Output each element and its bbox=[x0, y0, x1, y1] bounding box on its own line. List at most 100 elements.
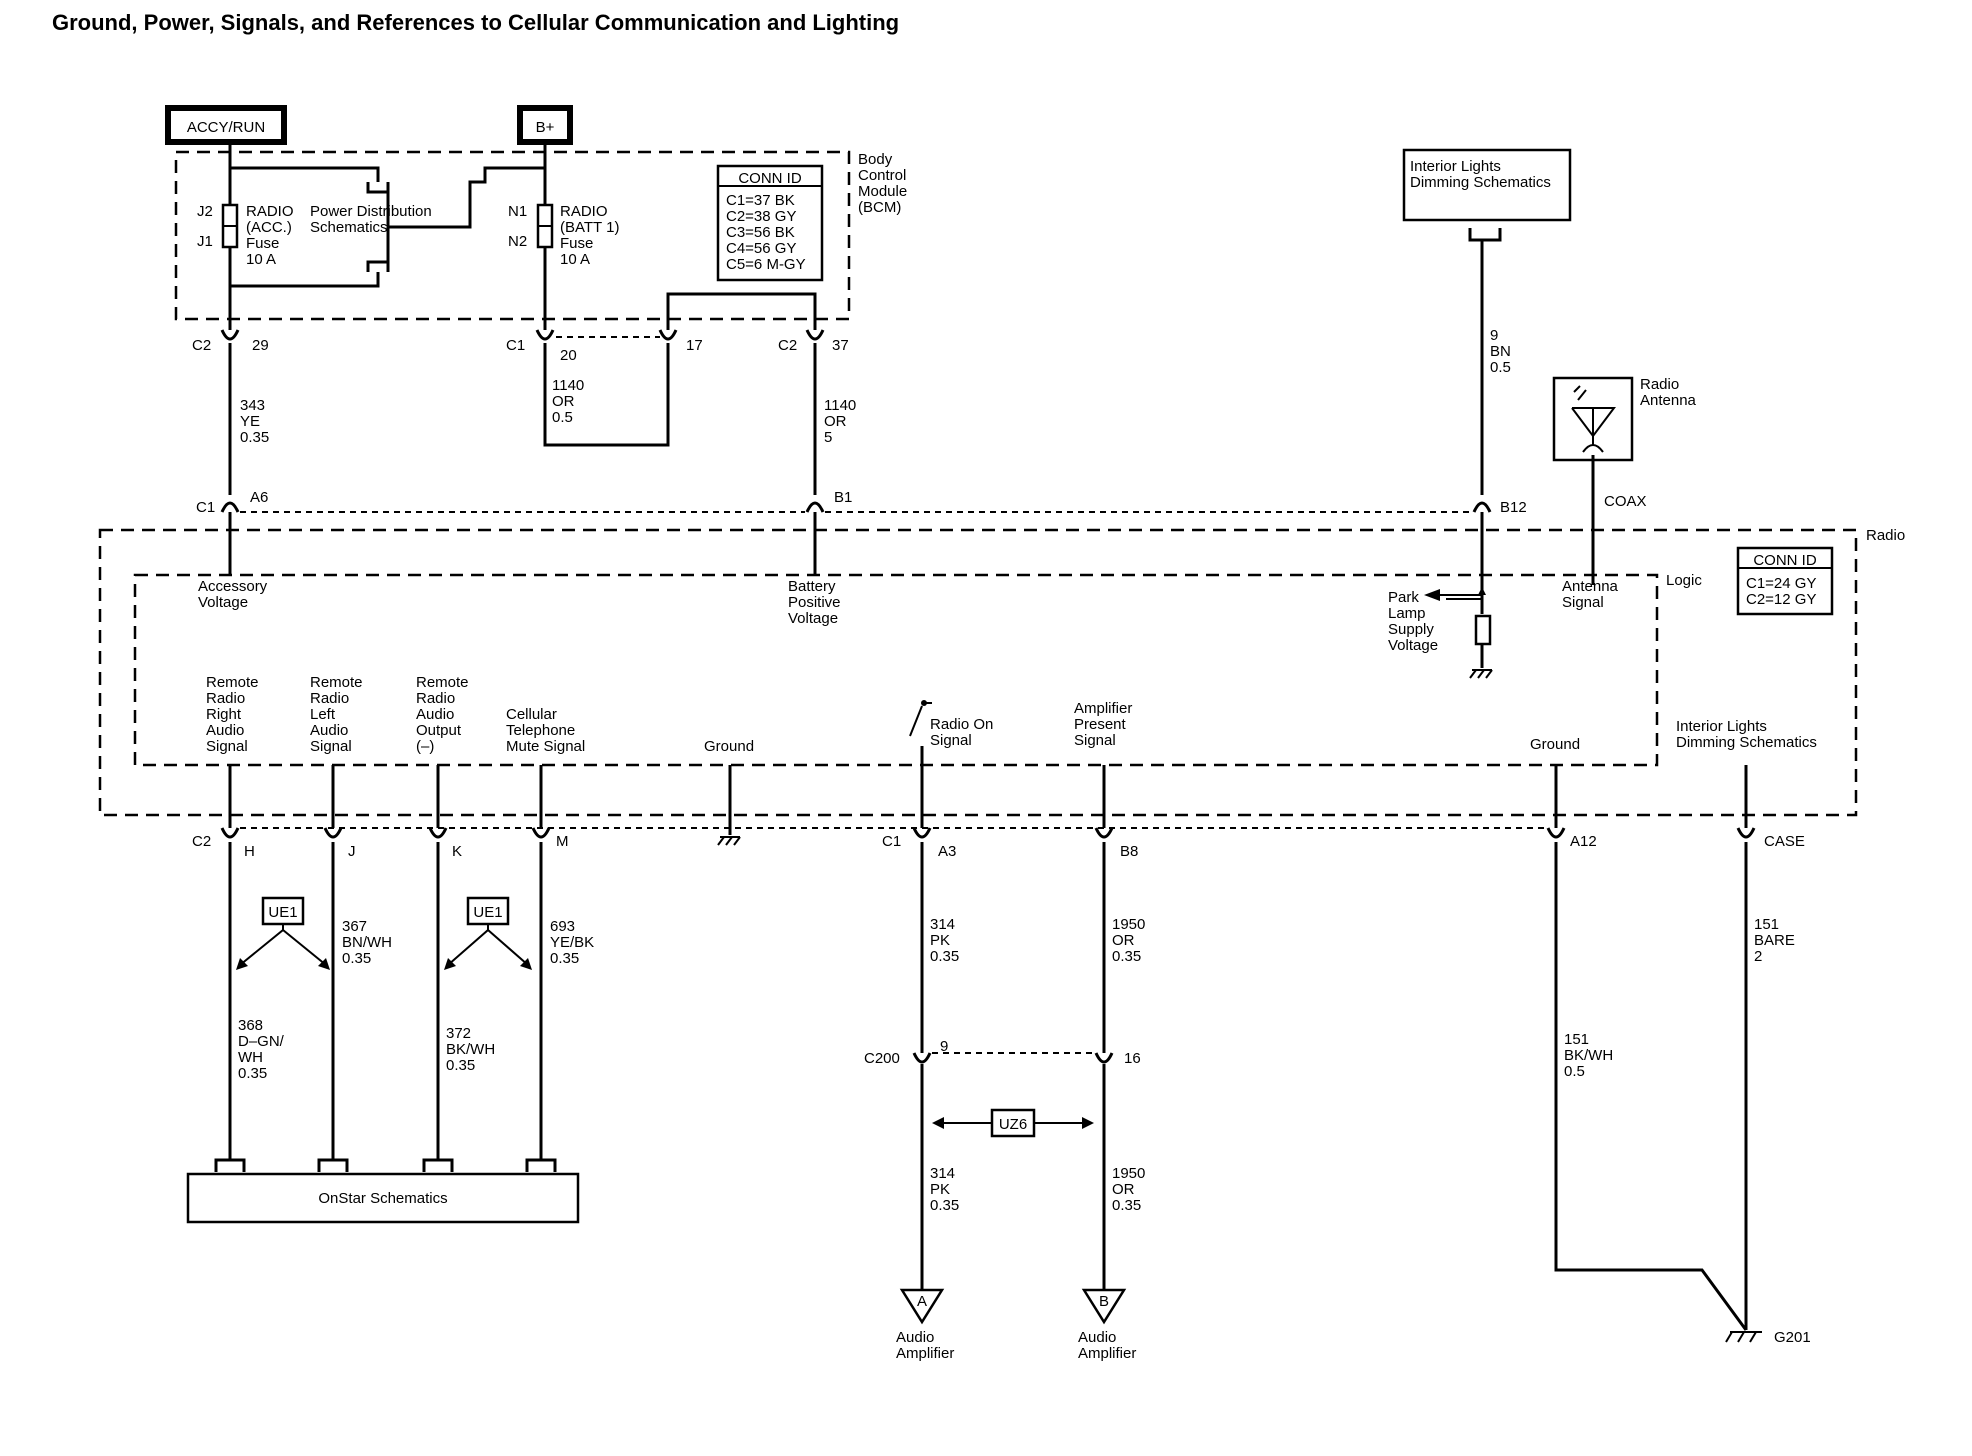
ground-g201: G201 bbox=[1725, 1329, 1811, 1346]
wire-9-label: 9 BN 0.5 bbox=[1490, 327, 1511, 376]
svg-text:PK: PK bbox=[930, 1181, 950, 1198]
wire-372-label: 372 BK/WH 0.35 bbox=[446, 1025, 495, 1074]
svg-text:Remote: Remote bbox=[206, 674, 259, 691]
signal-rr-audio-label: Remote Radio Right Audio Signal bbox=[206, 674, 259, 755]
svg-text:314: 314 bbox=[930, 1165, 955, 1182]
svg-text:UE1: UE1 bbox=[268, 904, 297, 921]
svg-text:(ACC.): (ACC.) bbox=[246, 219, 292, 236]
svg-text:(BATT 1): (BATT 1) bbox=[560, 219, 619, 236]
svg-text:Signal: Signal bbox=[206, 738, 248, 755]
svg-text:Amplifier: Amplifier bbox=[1078, 1345, 1136, 1362]
svg-text:Fuse: Fuse bbox=[246, 235, 279, 252]
park-lamp-arrow bbox=[1424, 589, 1440, 601]
svg-text:151: 151 bbox=[1564, 1031, 1589, 1048]
bcm-box bbox=[174, 150, 851, 321]
accy-run-source: ACCY/RUN bbox=[165, 105, 287, 145]
svg-text:C4=56 GY: C4=56 GY bbox=[726, 240, 796, 257]
svg-text:A3: A3 bbox=[938, 843, 956, 860]
svg-text:YE: YE bbox=[240, 413, 260, 430]
svg-text:Signal: Signal bbox=[930, 732, 972, 749]
ue1-option-left: UE1 bbox=[236, 896, 330, 970]
signal-remote-output-label: Remote Radio Audio Output (–) bbox=[416, 674, 469, 755]
svg-text:OR: OR bbox=[552, 393, 575, 410]
svg-text:Amplifier: Amplifier bbox=[896, 1345, 954, 1362]
svg-text:CONN ID: CONN ID bbox=[738, 170, 802, 187]
fuse-radio-acc: J2 J1 RADIO (ACC.) Fuse 10 A bbox=[197, 142, 294, 330]
svg-text:UE1: UE1 bbox=[473, 904, 502, 921]
svg-text:0.35: 0.35 bbox=[1112, 948, 1141, 965]
svg-text:OR: OR bbox=[824, 413, 847, 430]
svg-text:A: A bbox=[917, 1293, 927, 1310]
svg-text:Remote: Remote bbox=[416, 674, 469, 691]
svg-text:Audio: Audio bbox=[310, 722, 348, 739]
svg-text:Lamp: Lamp bbox=[1388, 605, 1426, 622]
svg-text:BARE: BARE bbox=[1754, 932, 1795, 949]
bcm-conn-id-table: CONN ID C1=37 BK C2=38 GY C3=56 BK C4=56… bbox=[716, 164, 824, 282]
svg-text:0.5: 0.5 bbox=[552, 409, 573, 426]
svg-text:1950: 1950 bbox=[1112, 1165, 1145, 1182]
svg-text:WH: WH bbox=[238, 1049, 263, 1066]
svg-text:C2=12 GY: C2=12 GY bbox=[1746, 591, 1816, 608]
svg-text:Telephone: Telephone bbox=[506, 722, 575, 739]
svg-text:C2: C2 bbox=[192, 833, 211, 850]
svg-text:0.35: 0.35 bbox=[550, 950, 579, 967]
svg-text:(BCM): (BCM) bbox=[858, 199, 901, 216]
svg-text:N1: N1 bbox=[508, 203, 527, 220]
svg-text:Radio: Radio bbox=[1640, 376, 1679, 393]
svg-text:0.35: 0.35 bbox=[446, 1057, 475, 1074]
bcm-label: Body Control Module (BCM) bbox=[858, 151, 907, 216]
svg-text:M: M bbox=[556, 833, 569, 850]
logic-label: Logic bbox=[1666, 572, 1702, 589]
svg-text:10 A: 10 A bbox=[246, 251, 276, 268]
svg-text:0.35: 0.35 bbox=[240, 429, 269, 446]
signal-radio-on-label: Radio On Signal bbox=[930, 716, 993, 749]
connector-bcm-17: 17 bbox=[658, 329, 703, 354]
svg-text:Remote: Remote bbox=[310, 674, 363, 691]
connector-radio-b12: B12 bbox=[1472, 499, 1527, 516]
svg-text:0.35: 0.35 bbox=[930, 1197, 959, 1214]
svg-text:Radio On: Radio On bbox=[930, 716, 993, 733]
wire-1140a-label: 1140 OR 0.5 bbox=[552, 377, 584, 426]
wire-314b-label: 314 PK 0.35 bbox=[930, 1165, 959, 1214]
svg-text:Radio: Radio bbox=[206, 690, 245, 707]
svg-text:Voltage: Voltage bbox=[1388, 637, 1438, 654]
battery-positive-label: Battery Positive Voltage bbox=[788, 578, 841, 627]
svg-text:0.35: 0.35 bbox=[342, 950, 371, 967]
park-lamp-circuit: Park Lamp Supply Voltage bbox=[1388, 512, 1493, 679]
svg-text:9: 9 bbox=[1490, 327, 1498, 344]
svg-text:Audio: Audio bbox=[896, 1329, 934, 1346]
svg-text:C2=38 GY: C2=38 GY bbox=[726, 208, 796, 225]
interior-lights-top-box: Interior Lights Dimming Schematics bbox=[1402, 148, 1572, 242]
svg-text:Dimming Schematics: Dimming Schematics bbox=[1410, 174, 1551, 191]
svg-text:YE/BK: YE/BK bbox=[550, 934, 594, 951]
coax-label: COAX bbox=[1604, 493, 1647, 510]
svg-text:BK/WH: BK/WH bbox=[446, 1041, 495, 1058]
audio-amplifier-b: B Audio Amplifier bbox=[1078, 1288, 1136, 1362]
svg-text:OR: OR bbox=[1112, 932, 1135, 949]
svg-text:Voltage: Voltage bbox=[198, 594, 248, 611]
svg-text:5: 5 bbox=[824, 429, 832, 446]
svg-text:Signal: Signal bbox=[1562, 594, 1604, 611]
signal-amp-present-label: Amplifier Present Signal bbox=[1074, 700, 1132, 749]
svg-text:A6: A6 bbox=[250, 489, 268, 506]
accessory-voltage-label: Accessory Voltage bbox=[198, 578, 268, 611]
svg-text:BN: BN bbox=[1490, 343, 1511, 360]
radio-label: Radio bbox=[1866, 527, 1905, 544]
svg-text:Dimming Schematics: Dimming Schematics bbox=[1676, 734, 1817, 751]
svg-text:367: 367 bbox=[342, 918, 367, 935]
svg-text:C1=37 BK: C1=37 BK bbox=[726, 192, 795, 209]
svg-text:0.35: 0.35 bbox=[238, 1065, 267, 1082]
radio-antenna: Radio Antenna bbox=[1552, 376, 1697, 462]
svg-text:Radio: Radio bbox=[416, 690, 455, 707]
svg-text:B12: B12 bbox=[1500, 499, 1527, 516]
wire-314a-label: 314 PK 0.35 bbox=[930, 916, 959, 965]
svg-text:314: 314 bbox=[930, 916, 955, 933]
svg-text:CASE: CASE bbox=[1764, 833, 1805, 850]
svg-text:B1: B1 bbox=[834, 489, 852, 506]
svg-text:BK/WH: BK/WH bbox=[1564, 1047, 1613, 1064]
svg-text:G201: G201 bbox=[1774, 1329, 1811, 1346]
onstar-connector-pins bbox=[214, 1158, 557, 1172]
svg-text:Interior Lights: Interior Lights bbox=[1410, 158, 1501, 175]
radio-conn-id-table: CONN ID C1=24 GY C2=12 GY bbox=[1736, 546, 1834, 616]
